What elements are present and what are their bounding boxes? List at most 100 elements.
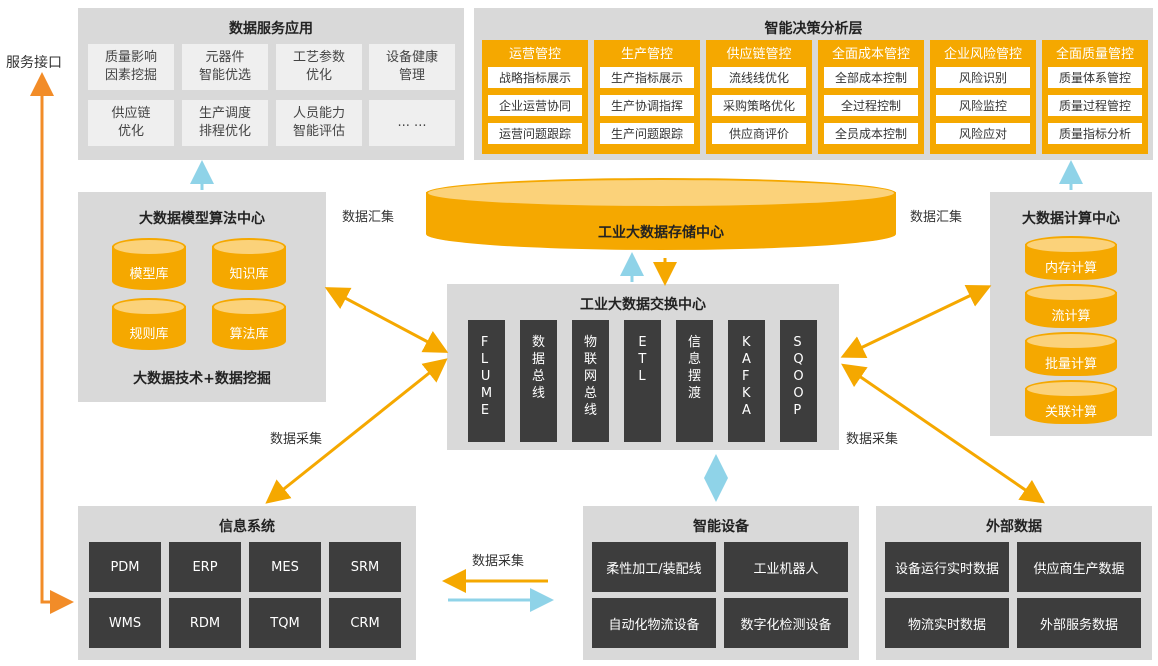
system-item: CRM — [329, 598, 401, 648]
decision-item: 全部成本控制 — [824, 67, 918, 88]
smart-devices-title: 智能设备 — [693, 519, 749, 535]
system-item: SRM — [329, 542, 401, 592]
db-label: 知识库 — [229, 266, 269, 282]
service-item: 质量影响 因素挖掘 — [88, 44, 174, 90]
decision-item: 运营问题跟踪 — [488, 123, 582, 144]
collect-label-left: 数据汇集 — [342, 210, 395, 225]
database-icon: 规则库 — [112, 298, 186, 350]
decision-column-head: 生产管控 — [620, 47, 673, 62]
exchange-bar: 物 联 网 总 线 — [572, 320, 609, 442]
external-item: 设备运行实时数据 — [885, 542, 1009, 592]
decision-column: 全面质量管控 质量体系管控 质量过程管控 质量指标分析 — [1042, 40, 1148, 154]
db-label: 规则库 — [129, 326, 169, 342]
service-interface-label: 服务接口 — [6, 55, 62, 71]
decision-item: 战略指标展示 — [488, 67, 582, 88]
decision-item: 质量指标分析 — [1048, 123, 1142, 144]
system-item: MES — [249, 542, 321, 592]
system-item: WMS — [89, 598, 161, 648]
decision-column-head: 运营管控 — [508, 47, 561, 62]
algo-center-title: 大数据模型算法中心 — [139, 211, 265, 227]
service-interface-arrow — [30, 72, 70, 604]
decision-column-head: 全面质量管控 — [1055, 47, 1134, 62]
exchange-bar: F L U M E — [468, 320, 505, 442]
decision-item: 生产问题跟踪 — [600, 123, 694, 144]
smart-devices-panel: 智能设备 柔性加工/装配线 工业机器人 自动化物流设备 数字化检测设备 — [583, 506, 859, 660]
service-item: 设备健康 管理 — [369, 44, 455, 90]
decision-item: 采购策略优化 — [712, 95, 806, 116]
service-item: 供应链 优化 — [88, 100, 174, 146]
decision-item: 企业运营协同 — [488, 95, 582, 116]
device-item: 柔性加工/装配线 — [592, 542, 716, 592]
service-item: 元器件 智能优选 — [182, 44, 268, 90]
bidirectional-arrow — [265, 358, 448, 504]
decision-column: 生产管控 生产指标展示 生产协调指挥 生产问题跟踪 — [594, 40, 700, 154]
info-system-panel: 信息系统 PDM ERP MES SRM WMS RDM TQM CRM — [78, 506, 416, 660]
device-item: 自动化物流设备 — [592, 598, 716, 648]
exchange-bar: K A F K A — [728, 320, 765, 442]
service-item: ... ... — [369, 100, 455, 146]
storage-center-title: 工业大数据存储中心 — [598, 225, 724, 241]
exchange-bar: E T L — [624, 320, 661, 442]
external-data-panel: 外部数据 设备运行实时数据 供应商生产数据 物流实时数据 外部服务数据 — [876, 506, 1152, 660]
algo-center-footer: 大数据技术+数据挖掘 — [133, 371, 271, 387]
exchange-bar: S Q O O P — [780, 320, 817, 442]
system-item: ERP — [169, 542, 241, 592]
decision-column: 运营管控 战略指标展示 企业运营协同 运营问题跟踪 — [482, 40, 588, 154]
db-label: 模型库 — [129, 266, 169, 282]
decision-column: 企业风险管控 风险识别 风险监控 风险应对 — [930, 40, 1036, 154]
exchange-bar: 数 据 总 线 — [520, 320, 557, 442]
decision-item: 流线线优化 — [712, 67, 806, 88]
decision-panel: 智能决策分析层 运营管控 战略指标展示 企业运营协同 运营问题跟踪 生产管控 生… — [474, 8, 1153, 160]
decision-column: 供应链管控 流线线优化 采购策略优化 供应商评价 — [706, 40, 812, 154]
database-icon: 模型库 — [112, 238, 186, 290]
storage-center-cylinder: 工业大数据存储中心 — [426, 178, 896, 250]
bidirectional-arrow — [840, 284, 992, 359]
database-icon: 内存计算 — [1025, 236, 1117, 280]
decision-item: 生产指标展示 — [600, 67, 694, 88]
system-item: RDM — [169, 598, 241, 648]
decision-item: 供应商评价 — [712, 123, 806, 144]
decision-column-head: 供应链管控 — [726, 47, 792, 62]
decision-column: 全面成本管控 全部成本控制 全过程控制 全员成本控制 — [818, 40, 924, 154]
data-service-title: 数据服务应用 — [229, 21, 313, 37]
decision-item: 风险应对 — [936, 123, 1030, 144]
service-item: 工艺参数 优化 — [276, 44, 362, 90]
database-icon: 知识库 — [212, 238, 286, 290]
system-item: PDM — [89, 542, 161, 592]
decision-column-head: 全面成本管控 — [831, 47, 910, 62]
decision-item: 风险识别 — [936, 67, 1030, 88]
gather-label-bottom: 数据采集 — [472, 554, 525, 569]
exchange-bar: 信 息 摆 渡 — [676, 320, 713, 442]
data-service-panel: 数据服务应用 质量影响 因素挖掘 元器件 智能优选 工艺参数 优化 设备健康 管… — [78, 8, 464, 160]
decision-item: 全过程控制 — [824, 95, 918, 116]
db-label: 内存计算 — [1044, 260, 1097, 276]
external-item: 物流实时数据 — [885, 598, 1009, 648]
service-item: 生产调度 排程优化 — [182, 100, 268, 146]
database-icon: 流计算 — [1025, 284, 1117, 328]
device-item: 工业机器人 — [724, 542, 848, 592]
decision-item: 生产协调指挥 — [600, 95, 694, 116]
db-label: 算法库 — [229, 326, 269, 342]
external-data-title: 外部数据 — [986, 519, 1042, 535]
bidirectional-arrow — [841, 363, 1045, 504]
decision-title: 智能决策分析层 — [764, 21, 863, 37]
info-system-title: 信息系统 — [219, 519, 275, 535]
db-label: 批量计算 — [1044, 356, 1097, 372]
device-item: 数字化检测设备 — [724, 598, 848, 648]
system-item: TQM — [249, 598, 321, 648]
decision-item: 风险监控 — [936, 95, 1030, 116]
bidirectional-arrow — [324, 287, 449, 353]
exchange-center-title: 工业大数据交换中心 — [580, 297, 706, 313]
external-item: 供应商生产数据 — [1017, 542, 1141, 592]
decision-item: 全员成本控制 — [824, 123, 918, 144]
decision-column-head: 企业风险管控 — [943, 47, 1022, 62]
decision-item: 质量过程管控 — [1048, 95, 1142, 116]
external-item: 外部服务数据 — [1017, 598, 1141, 648]
compute-center-title: 大数据计算中心 — [1022, 211, 1120, 227]
db-label: 关联计算 — [1044, 404, 1097, 420]
service-item: 人员能力 智能评估 — [276, 100, 362, 146]
collect-label-right: 数据汇集 — [910, 210, 963, 225]
database-icon: 算法库 — [212, 298, 286, 350]
decision-item: 质量体系管控 — [1048, 67, 1142, 88]
